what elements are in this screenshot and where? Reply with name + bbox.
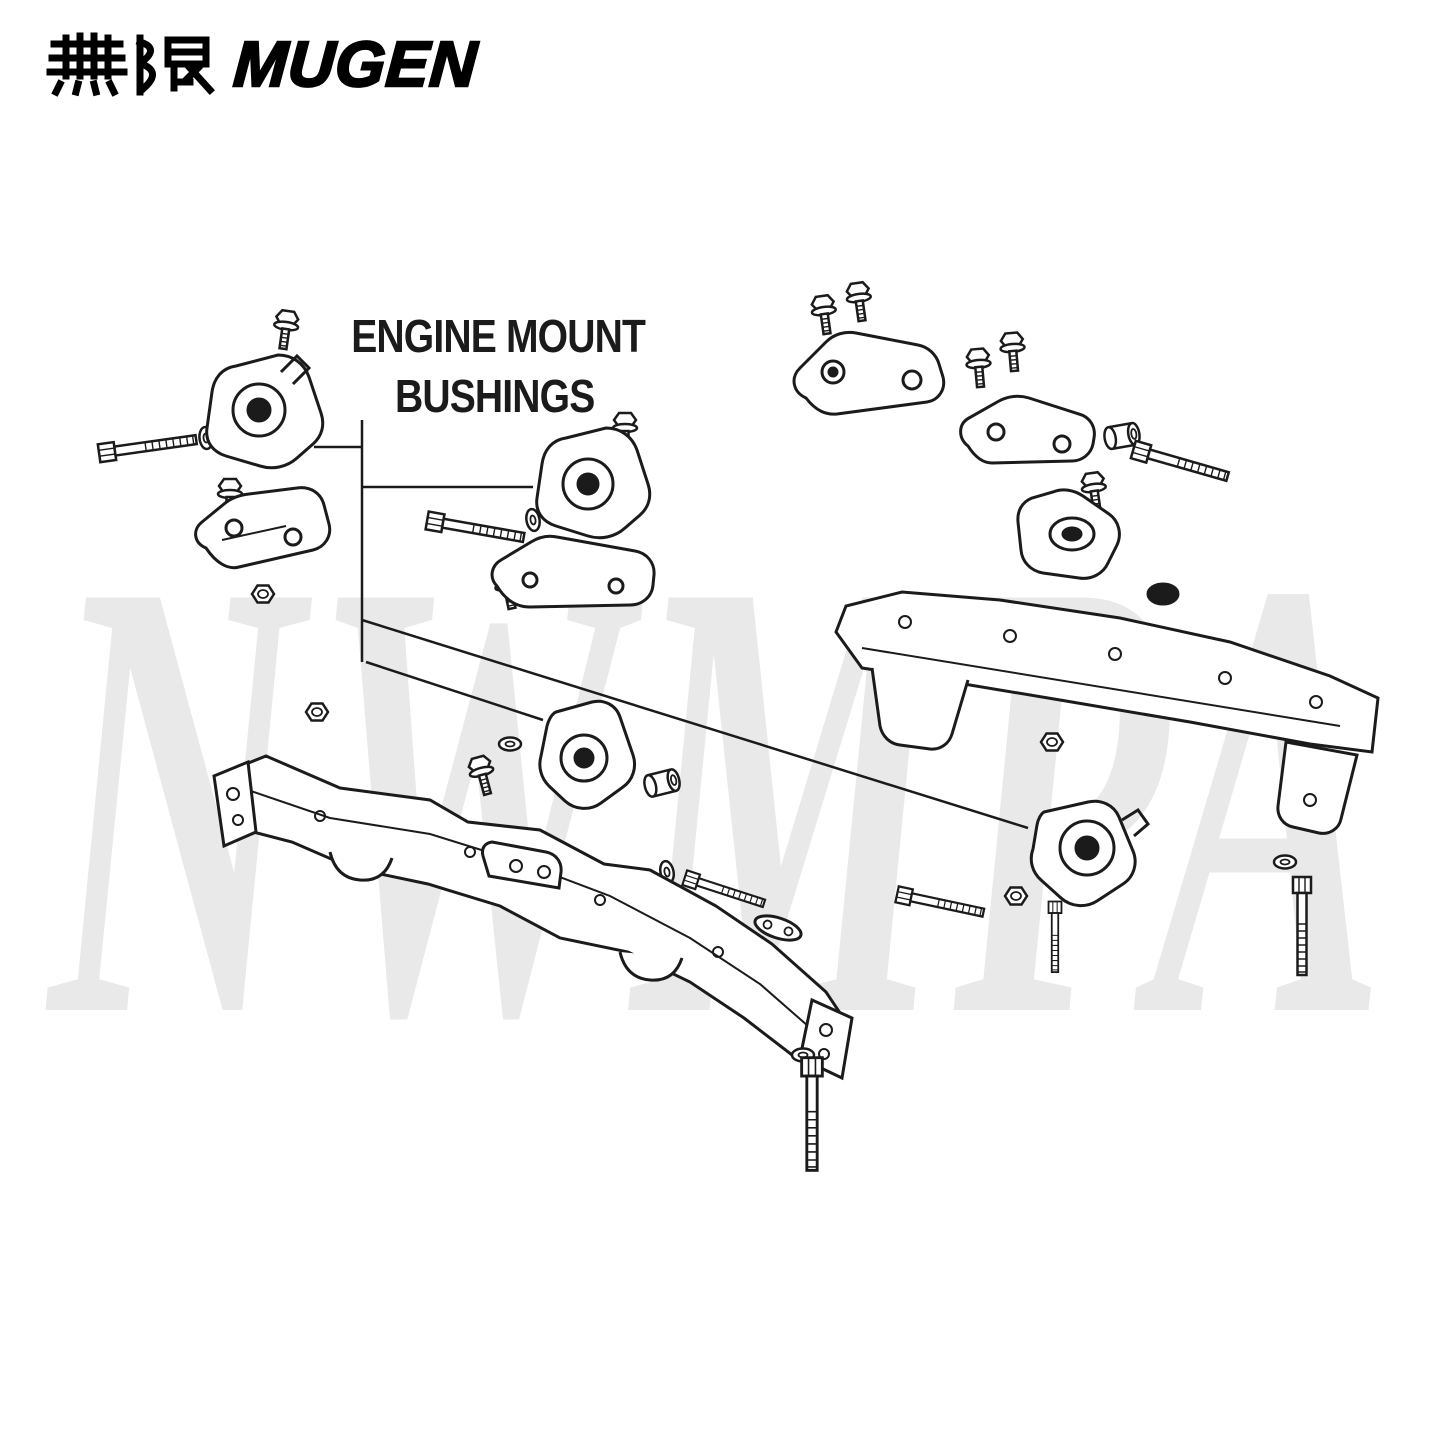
nut: [1003, 886, 1029, 906]
right-lower-group: [894, 799, 1313, 977]
nut: [304, 702, 330, 722]
label-bushings: BUSHINGS: [395, 371, 594, 423]
leader-lines: [314, 420, 1029, 830]
center-upper-mount: [535, 426, 652, 540]
link-plate: [753, 914, 803, 942]
bolt: [808, 292, 841, 337]
center-mount-bracket: [490, 534, 656, 609]
mugen-kanji-logo: [46, 32, 215, 97]
right-lower-mount: [1029, 799, 1151, 907]
left-mount-group: [96, 307, 332, 722]
callout-label: ENGINE MOUNT BUSHINGS: [351, 311, 646, 423]
label-engine-mount: ENGINE MOUNT: [351, 311, 646, 363]
center-mount-group: [424, 411, 803, 942]
washer: [1272, 854, 1298, 870]
right-upper-group: [792, 279, 1232, 580]
brand-logo: MUGEN: [44, 27, 481, 102]
left-upper-mount: [205, 353, 325, 470]
right-mid-mount: [1016, 488, 1121, 580]
bolt: [997, 330, 1028, 374]
beam-center-bracket: [481, 840, 563, 890]
crossmember-end-plate: [212, 759, 258, 849]
nut: [250, 584, 276, 604]
bolt: [269, 307, 302, 352]
left-lower-mount-plate: [194, 486, 332, 570]
bolt: [963, 346, 994, 390]
rear-crossmember: [834, 582, 1380, 835]
center-lower-mount: [538, 699, 637, 810]
right-second-arm: [959, 394, 1096, 465]
nut: [1039, 732, 1065, 752]
front-crossmember: [212, 754, 854, 1173]
washer: [497, 736, 523, 752]
brand-name: MUGEN: [230, 27, 481, 102]
right-upper-arm: [792, 330, 946, 416]
rubber-stop: [1146, 582, 1180, 606]
bolt: [843, 279, 876, 324]
